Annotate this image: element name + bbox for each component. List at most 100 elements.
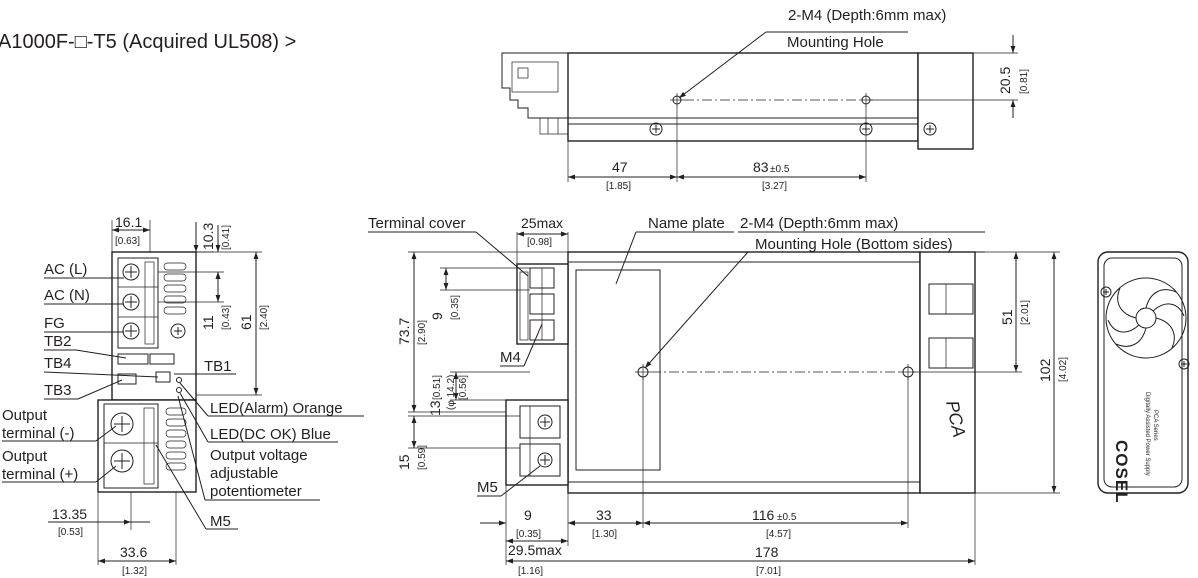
tb3-connector [117, 373, 137, 385]
top-hole-callout: 2-M4 (Depth:6mm max) [788, 7, 946, 24]
side-cover-dim-in: [0.98] [527, 237, 552, 248]
side-dim-116-tol: ±0.5 [777, 512, 797, 523]
front-dim-width-top-in: [0.63] [115, 236, 140, 247]
front-dim-top-gap-in: [0.41] [221, 225, 232, 250]
terminal-screw-icon [122, 263, 140, 281]
fan-screw-icon [1100, 286, 1112, 298]
label-out-neg-2: terminal (-) [2, 425, 75, 442]
label-tb1: TB1 [204, 358, 232, 375]
side-dim-33: 33 [596, 507, 612, 523]
vent-slots-lower [165, 407, 187, 471]
front-dim-width-in: [1.32] [122, 566, 147, 577]
led-alarm-icon [176, 377, 182, 383]
label-tb3: TB3 [44, 382, 72, 399]
top-dim-b-in: [3.27] [762, 181, 787, 192]
front-dim-height: 61 [238, 314, 254, 330]
side-dim-33-in: [1.30] [592, 529, 617, 540]
tb2-connector [117, 353, 149, 365]
label-ac-n: AC (N) [44, 287, 90, 304]
front-dim-width-top: 16.1 [115, 214, 142, 230]
top-dim-height: 20.5 [997, 67, 1013, 94]
top-dim-b-tol: ±0.5 [770, 164, 790, 175]
front-lower-housing [97, 399, 197, 493]
side-dim-9h: 9 [524, 507, 532, 523]
label-pot-1: Output voltage [210, 447, 308, 464]
side-dim-phi-in: [0.56] [458, 375, 469, 400]
rear-caption-2: PCA Series [1152, 410, 1158, 441]
led-dcok-icon [176, 387, 182, 393]
side-dim-737-in: [2.90] [417, 320, 428, 345]
label-led-alarm: LED(Alarm) Orange [210, 400, 343, 417]
label-name-plate: Name plate [648, 215, 725, 232]
side-view: PCA Terminal cover 25max [0.98] Name pla… [368, 215, 1069, 577]
rear-caption-1: Digitally Assisted Power Supply [1144, 392, 1150, 476]
fg-screw-icon [170, 323, 186, 339]
label-m5-front: M5 [210, 513, 231, 530]
side-view-body [567, 251, 921, 494]
top-dim-a: 47 [612, 159, 628, 175]
brand-logo: COSEL [1112, 440, 1131, 504]
side-dim-9h-in: [0.35] [516, 529, 541, 540]
screw-icon [923, 122, 937, 136]
side-dim-13-in: [0.51] [432, 375, 443, 400]
side-dim-737: 73.7 [396, 318, 412, 345]
front-view: 16.1 [0.63] 10.3 [0.41] 11 [0.43] 61 [2.… [2, 214, 364, 577]
screw-icon [649, 122, 663, 136]
side-dim-116: 116 [752, 507, 775, 523]
label-m5-side: M5 [477, 479, 498, 496]
side-dim-102-in: [4.02] [1058, 357, 1069, 382]
label-ac-l: AC (L) [44, 261, 87, 278]
front-dim-offset-in: [0.53] [58, 527, 83, 538]
label-fg: FG [44, 315, 65, 332]
top-view-terminal-profile [501, 52, 568, 119]
front-dim-top-gap: 10.3 [200, 223, 216, 250]
side-fan-block [919, 251, 976, 494]
top-dim-height-in: [0.81] [1019, 69, 1030, 94]
side-dim-15: 15 [396, 454, 412, 470]
front-dim-pitch: 11 [200, 315, 216, 330]
rear-view: COSEL Digitally Assisted Power Supply PC… [1097, 251, 1190, 504]
label-tb2: TB2 [44, 333, 72, 350]
fan-screw-icon [1178, 358, 1190, 370]
side-dim-295-in: [1.16] [518, 566, 543, 577]
terminal-screw-icon [122, 293, 140, 311]
label-terminal-cover: Terminal cover [368, 215, 466, 232]
label-out-neg-1: Output [2, 407, 48, 424]
top-view-fan-block [917, 52, 974, 150]
top-view: 2-M4 (Depth:6mm max) Mounting Hole 20.5 … [501, 7, 1030, 192]
front-dim-height-in: [2.40] [259, 305, 270, 330]
side-dim-102: 102 [1037, 358, 1053, 382]
label-m4: M4 [500, 349, 521, 366]
label-led-dc: LED(DC OK) Blue [210, 426, 331, 443]
side-output-terminal [505, 399, 569, 486]
side-dim-phi: (φ 14.2) [446, 375, 457, 410]
side-dim-9v: 9 [429, 312, 445, 320]
side-hole-label: Mounting Hole (Bottom sides) [755, 236, 953, 253]
output-screw-icon [110, 449, 134, 473]
ac-terminal-block [117, 257, 159, 349]
top-dim-b: 83 [753, 159, 769, 175]
side-dim-9v-in: [0.35] [450, 295, 461, 320]
fan-blades [1107, 287, 1185, 349]
terminal-screw-icon [122, 322, 140, 340]
tb1-connector [149, 353, 175, 365]
side-dim-51-in: [2.01] [1020, 300, 1031, 325]
fan-icon [1105, 277, 1187, 359]
front-dim-width: 33.6 [120, 544, 147, 560]
side-cover-dim: 25max [521, 215, 563, 231]
output-terminal-block [103, 403, 159, 489]
drawing-title: A1000F-□-T5 (Acquired UL508) > [0, 31, 296, 53]
terminal-screw-icon [537, 452, 553, 468]
front-dim-offset: 13.35 [52, 506, 87, 522]
output-screw-icon [110, 412, 134, 436]
side-dim-116-in: [4.57] [766, 529, 791, 540]
rear-view-body [1097, 251, 1189, 494]
side-dim-15-in: [0.59] [417, 445, 428, 470]
vent-slots [163, 262, 187, 315]
side-dim-178-in: [7.01] [756, 566, 781, 577]
side-dim-13: 13 [427, 400, 443, 416]
top-view-body [567, 52, 919, 142]
label-out-pos-1: Output [2, 448, 48, 465]
